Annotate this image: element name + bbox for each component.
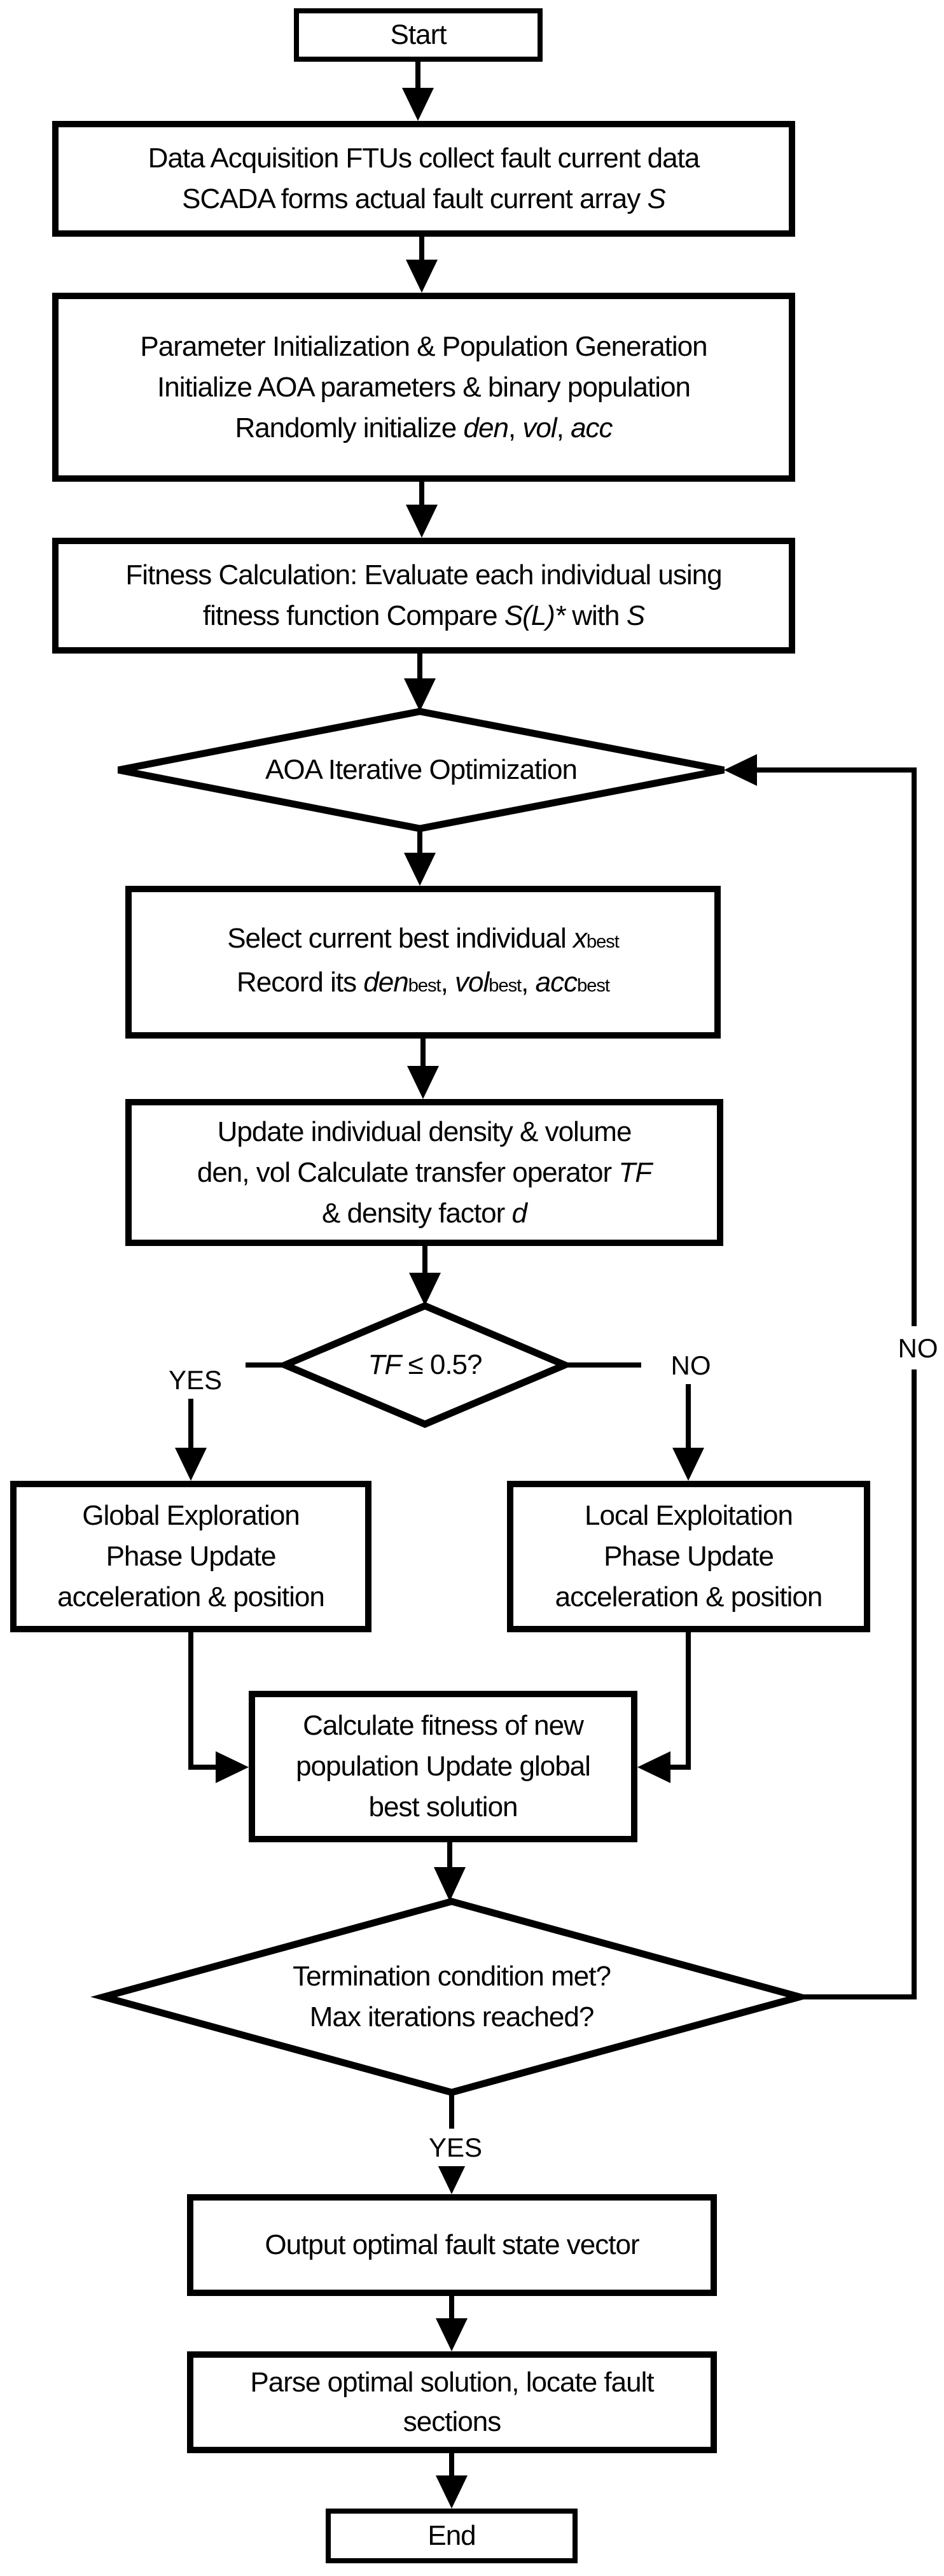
param-init-line1: Parameter Initialization & Population Ge… [140, 330, 707, 362]
select-best-line1: Select current best individual xbest [227, 923, 620, 954]
start-node: Start [294, 8, 543, 62]
termination-line1: Termination condition met? [293, 1961, 611, 1992]
termination-diamond [90, 1898, 813, 2096]
global-phase-line2: Phase Update [106, 1541, 277, 1572]
edge-aoa-loop-to-select-best [404, 829, 436, 886]
edge-update-density-to-tf-check [409, 1246, 441, 1306]
output-vector-label: Output optimal fault state vector [265, 2229, 639, 2260]
parse-solution-node: Parse optimal solution, locate fault sec… [187, 2351, 717, 2453]
local-phase-line3: acceleration & position [555, 1581, 823, 1613]
global-phase-node: Global Exploration Phase Update accelera… [10, 1481, 371, 1632]
aoa-loop-diamond [117, 708, 725, 832]
calc-fitness-node: Calculate fitness of new population Upda… [249, 1691, 637, 1842]
termination-no-label: NO [868, 1330, 944, 1367]
edge-start-to-data-acquisition [402, 62, 434, 121]
edge-output-to-parse [436, 2296, 468, 2351]
tf-check-diamond [275, 1302, 574, 1428]
edge-param-init-to-fitness-calc [406, 482, 438, 538]
edge-termination-no-feedback [724, 754, 917, 1999]
local-phase-line2: Phase Update [604, 1541, 774, 1572]
termination-yes-label: YES [405, 2129, 506, 2166]
tf-no-label: NO [641, 1347, 740, 1384]
select-best-line2: Record its denbest, volbest, accbest [237, 967, 610, 998]
fitness-calc-line2: fitness function Compare S(L)* with S [202, 600, 645, 631]
update-density-line2: den, vol Calculate transfer operator TF [197, 1156, 652, 1188]
data-acquisition-line2: SCADA forms actual fault current array S [182, 183, 666, 214]
calc-fitness-line1: Calculate fitness of new [303, 1710, 584, 1741]
aoa-loop-label: AOA Iterative Optimization [265, 754, 578, 785]
end-label: End [427, 2520, 476, 2551]
local-phase-node: Local Exploitation Phase Update accelera… [507, 1481, 870, 1632]
edge-select-best-to-update-density [407, 1039, 439, 1099]
data-acquisition-node: Data Acquisition FTUs collect fault curr… [52, 121, 795, 237]
calc-fitness-line2: population Update global [296, 1751, 591, 1782]
edge-parse-to-end [436, 2453, 468, 2509]
output-vector-node: Output optimal fault state vector [187, 2194, 717, 2296]
tf-check-label: TF ≤ 0.5? [368, 1349, 483, 1380]
update-density-line3: & density factor d [322, 1197, 527, 1229]
param-init-node: Parameter Initialization & Population Ge… [52, 293, 795, 482]
termination-label: Termination condition met? Max iteration… [104, 1901, 800, 2092]
termination-line2: Max iterations reached? [309, 2001, 595, 2033]
param-init-line2: Initialize AOA parameters & binary popul… [157, 371, 691, 403]
global-phase-line1: Global Exploration [82, 1500, 300, 1531]
edge-data-acquisition-to-param-init [406, 237, 438, 293]
fitness-calc-line1: Fitness Calculation: Evaluate each indiv… [125, 559, 722, 591]
start-label: Start [390, 19, 447, 50]
edge-local-to-calc-fitness [637, 1632, 691, 1783]
edge-calc-fitness-to-termination [434, 1842, 466, 1901]
update-density-node: Update individual density & volume den, … [125, 1099, 723, 1246]
local-phase-line1: Local Exploitation [585, 1500, 793, 1531]
select-best-node: Select current best individual xbest Rec… [125, 886, 721, 1039]
edge-global-to-calc-fitness [188, 1632, 249, 1783]
calc-fitness-line3: best solution [368, 1791, 518, 1823]
update-density-line1: Update individual density & volume [217, 1116, 632, 1147]
parse-solution-line1: Parse optimal solution, locate fault [250, 2367, 654, 2398]
param-init-line3: Randomly initialize den, vol, acc [235, 412, 613, 444]
tf-yes-label: YES [145, 1362, 246, 1399]
edge-fitness-calc-to-aoa-loop [404, 654, 436, 711]
parse-solution-line2: sections [403, 2406, 501, 2437]
data-acquisition-line1: Data Acquisition FTUs collect fault curr… [148, 143, 700, 174]
fitness-calc-node: Fitness Calculation: Evaluate each indiv… [52, 538, 795, 654]
end-node: End [326, 2509, 578, 2563]
global-phase-line3: acceleration & position [57, 1581, 325, 1613]
